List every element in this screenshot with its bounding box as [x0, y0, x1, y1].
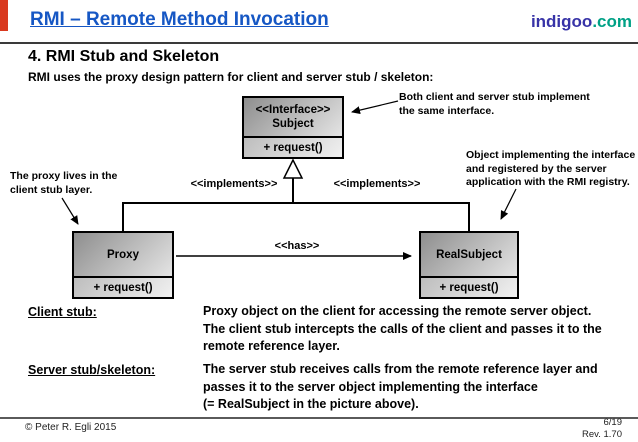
footer-page-number: 6/19: [603, 417, 623, 428]
logo-tld: .com: [592, 12, 632, 31]
server-stub-term: Server stub/skeleton:: [28, 363, 156, 377]
implements-label-left: <<implements>>: [190, 178, 278, 190]
header-divider: [0, 42, 638, 44]
annotation-both-stubs: Both client and server stub implement th…: [399, 91, 590, 117]
subject-class-name: Subject: [272, 118, 314, 130]
page-title: RMI – Remote Method Invocation: [30, 9, 329, 30]
realsubject-method: + request(): [421, 278, 517, 297]
footer-divider: [0, 417, 638, 419]
generalization-triangle-arrowhead: [282, 158, 304, 179]
client-stub-description: Proxy object on the client for accessing…: [203, 304, 602, 353]
subject-name-compartment: <<Interface>> Subject: [244, 98, 342, 138]
subject-stereotype: <<Interface>>: [255, 104, 331, 116]
annotation-object-registered: Object implementing the interface and re…: [466, 149, 636, 188]
subject-method: + request(): [244, 138, 342, 157]
annotation-proxy-lives: The proxy lives in the client stub layer…: [10, 170, 118, 196]
uml-class-proxy: Proxy + request(): [72, 231, 174, 299]
proxy-class-name: Proxy: [107, 248, 139, 261]
footer-page-info: 6/19 Rev. 1.70: [582, 417, 622, 440]
logo-name: indigoo: [530, 12, 593, 31]
realsubject-name-compartment: RealSubject: [421, 233, 517, 278]
realsubject-class-name: RealSubject: [436, 248, 502, 261]
implements-connector-line: [122, 202, 470, 232]
proxy-method: + request(): [74, 278, 172, 297]
server-stub-description: The server stub receives calls from the …: [203, 362, 598, 411]
footer-copyright: © Peter R. Egli 2015: [25, 422, 117, 433]
implements-label-right: <<implements>>: [333, 178, 421, 190]
has-label: <<has>>: [274, 240, 320, 252]
logo: indigoo.com: [531, 12, 632, 32]
uml-class-subject: <<Interface>> Subject + request(): [242, 96, 344, 159]
annotation-arrow-left: [61, 197, 79, 225]
annotation-arrow-right: [500, 188, 517, 220]
client-stub-term: Client stub:: [28, 305, 97, 319]
footer-revision: Rev. 1.70: [582, 428, 622, 440]
corner-accent-bar: [0, 0, 8, 31]
proxy-name-compartment: Proxy: [74, 233, 172, 278]
uml-class-realsubject: RealSubject + request(): [419, 231, 519, 299]
section-title: 4. RMI Stub and Skeleton: [28, 48, 220, 65]
annotation-arrow-top-right: [351, 100, 399, 115]
section-subtitle: RMI uses the proxy design pattern for cl…: [28, 70, 434, 84]
